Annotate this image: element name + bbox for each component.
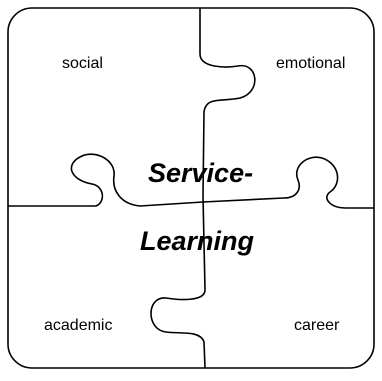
- puzzle-outer-frame: [7, 7, 375, 369]
- puzzle-seam-left: [8, 153, 204, 207]
- center-title-line1: Service-: [148, 158, 253, 188]
- puzzle-seam-right: [202, 156, 374, 209]
- label-academic: academic: [44, 317, 112, 334]
- puzzle-seam-lower: [150, 195, 206, 369]
- label-emotional: emotional: [276, 55, 345, 72]
- label-social: social: [62, 55, 103, 72]
- center-title-line2: Learning: [140, 226, 255, 256]
- puzzle-seam-upper: [199, 8, 256, 197]
- label-career: career: [294, 317, 340, 334]
